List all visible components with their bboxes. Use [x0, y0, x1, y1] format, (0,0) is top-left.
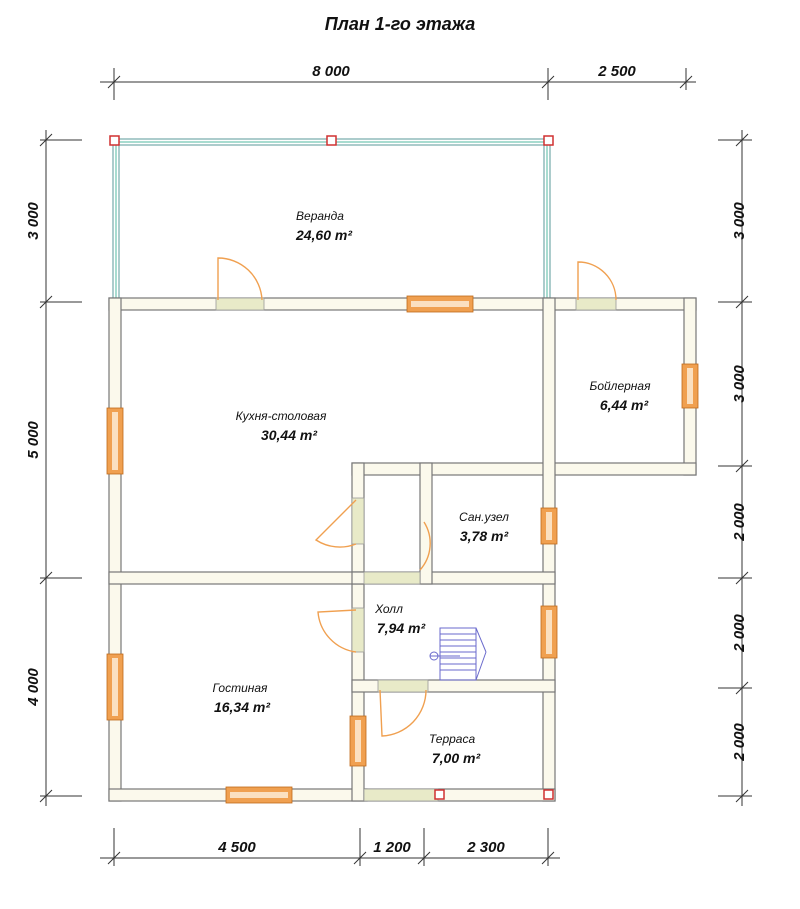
room-kitchen-area: 30,44 m² [261, 427, 317, 443]
door-openings [215, 297, 617, 802]
windows [106, 295, 699, 804]
room-veranda-area: 24,60 m² [295, 227, 352, 243]
dim-right-4: 2 000 [731, 614, 748, 653]
dim-bottom-1: 4 500 [217, 839, 256, 856]
room-terrace-area: 7,00 m² [432, 750, 481, 766]
dim-left-3: 4 000 [25, 668, 42, 707]
dim-bottom-2: 1 200 [373, 839, 411, 856]
dim-bottom-3: 2 300 [466, 839, 505, 856]
doors [217, 257, 617, 737]
room-bathroom-name: Сан.узел [459, 510, 509, 524]
room-living-name: Гостиная [213, 681, 268, 695]
dim-top-1: 8 000 [312, 63, 350, 80]
dimension-labels: 8 000 2 500 4 500 1 200 2 300 3 000 5 00… [25, 63, 748, 856]
window-panes [112, 301, 693, 798]
room-labels: Веранда 24,60 m² Кухня-столовая 30,44 m²… [213, 209, 652, 766]
room-boiler-area: 6,44 m² [600, 397, 649, 413]
room-kitchen-name: Кухня-столовая [236, 409, 327, 423]
room-living-area: 16,34 m² [214, 699, 270, 715]
room-bathroom-area: 3,78 m² [460, 528, 509, 544]
room-boiler-name: Бойлерная [590, 379, 652, 393]
dim-left-2: 5 000 [25, 421, 42, 459]
dim-right-3: 2 000 [731, 503, 748, 542]
dim-right-5: 2 000 [731, 723, 748, 762]
room-hall-area: 7,94 m² [377, 620, 426, 636]
dim-right-1: 3 000 [731, 202, 748, 240]
dim-left-1: 3 000 [25, 202, 42, 240]
dim-top-2: 2 500 [597, 63, 636, 80]
room-veranda-name: Веранда [296, 209, 344, 223]
room-hall-name: Холл [374, 602, 403, 616]
dimension-lines [39, 68, 752, 866]
corner-posts [109, 135, 554, 800]
staircase [429, 627, 487, 681]
room-terrace-name: Терраса [429, 732, 476, 746]
plan-title: План 1-го этажа [324, 14, 476, 34]
walls [108, 297, 697, 802]
dim-right-2: 3 000 [731, 365, 748, 403]
